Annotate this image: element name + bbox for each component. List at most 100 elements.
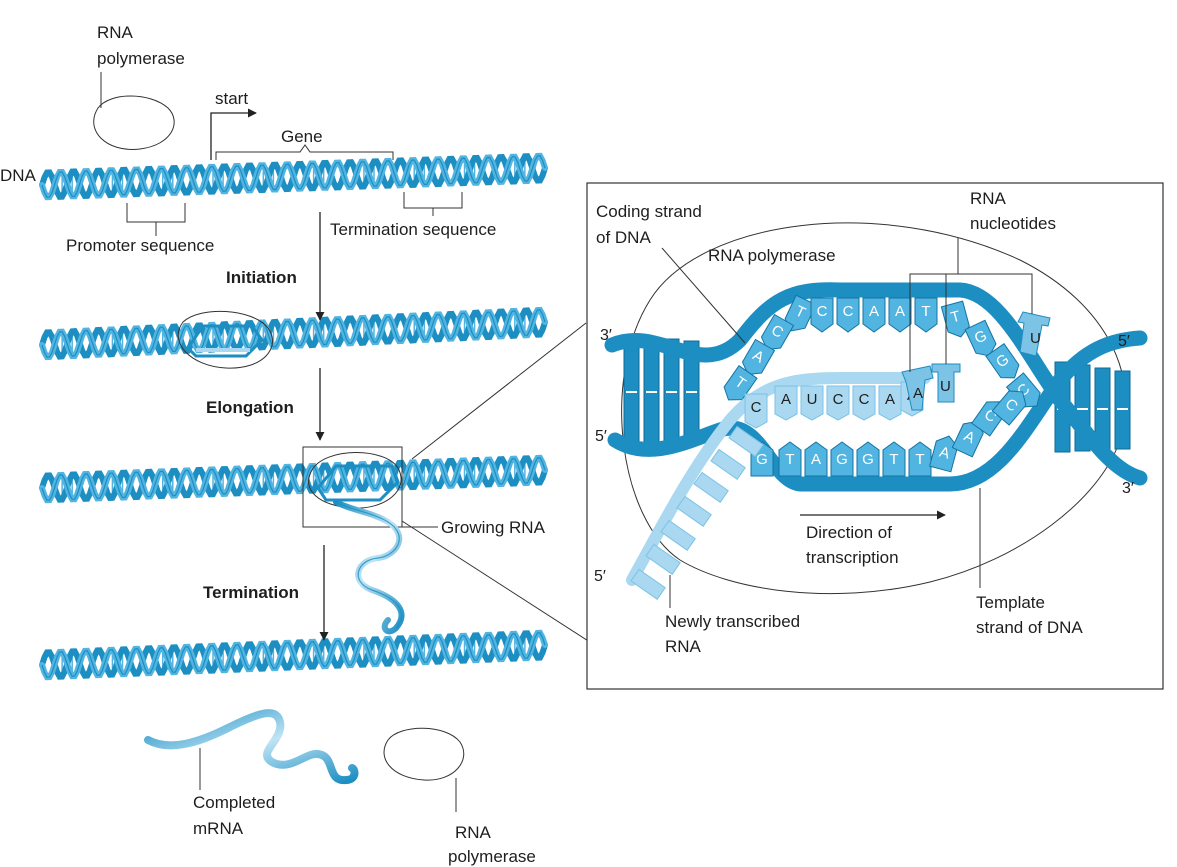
template-base-letter: T xyxy=(785,451,794,468)
polymerase-initiation xyxy=(177,310,273,369)
rna-tail-bases xyxy=(630,425,764,600)
coding-base: A xyxy=(741,338,776,375)
rna-base: C xyxy=(826,385,850,421)
template-base-letter: G xyxy=(756,451,768,468)
newly-transcribed-label-2: RNA xyxy=(665,637,702,656)
newly-transcribed-label-1: Newly transcribed xyxy=(665,612,800,631)
rna-base: A xyxy=(878,385,902,421)
coding-base-letter: T xyxy=(949,308,962,327)
dna-label: DNA xyxy=(0,166,37,185)
termination-bracket: Termination sequence xyxy=(330,192,496,239)
polymerase-elongation xyxy=(302,446,403,528)
free-nucleotide-3-letter: U xyxy=(1030,330,1041,347)
template-strand-label-2: strand of DNA xyxy=(976,618,1083,637)
template-base-letter: T xyxy=(889,451,898,468)
coding-strand xyxy=(604,282,1148,486)
end-3prime-top-left: 3′ xyxy=(600,327,612,344)
free-nucleotide-1: A xyxy=(901,365,934,411)
rna-polymerase-bottom: RNA polymerase xyxy=(383,727,536,866)
free-nucleotide-2-letter: U xyxy=(940,378,951,395)
direction-label-1: Direction of xyxy=(806,523,892,542)
rna-tail-base xyxy=(693,471,729,503)
template-base: A xyxy=(928,435,959,473)
coding-strand-label-1: Coding strand xyxy=(596,202,702,221)
coding-base-letter: C xyxy=(843,303,854,320)
detail-left-helix xyxy=(623,334,700,446)
template-base-letter: T xyxy=(915,451,924,468)
end-5prime-rna: 5′ xyxy=(594,568,606,585)
growing-rna: Growing RNA xyxy=(333,499,546,635)
start-label: start xyxy=(215,89,248,108)
gene-label: Gene xyxy=(281,127,323,146)
rna-base: C xyxy=(852,385,876,421)
rna-tail-base xyxy=(660,519,696,551)
dna-helix-initiation xyxy=(39,306,548,361)
helix-strand-edge xyxy=(41,309,546,358)
template-base: A xyxy=(804,441,828,477)
template-strand-label-1: Template xyxy=(976,593,1045,612)
rna-base-letter: C xyxy=(833,391,844,408)
coding-base: C xyxy=(836,297,860,333)
template-base-letter: G xyxy=(862,451,874,468)
rna-base-letter: C xyxy=(751,399,762,416)
completed-mrna: Completed mRNA xyxy=(144,709,359,838)
dna-helix-elongation xyxy=(39,454,548,504)
direction-label-2: transcription xyxy=(806,548,899,567)
coding-base-letter: T xyxy=(921,303,930,320)
coding-base-letter: A xyxy=(869,303,879,320)
start-arrow: start xyxy=(210,89,257,160)
rna-tail-base xyxy=(645,543,681,575)
dna-helix-termination xyxy=(39,629,548,681)
coding-base: T xyxy=(914,297,938,333)
template-base: T xyxy=(882,441,906,477)
template-base: T xyxy=(908,441,932,477)
coding-base-letter: A xyxy=(895,303,905,320)
detail-rna-polymerase-label: RNA polymerase xyxy=(708,246,836,265)
termination-label: Termination xyxy=(203,583,299,602)
rna-tail-base xyxy=(710,448,746,480)
rna-polymerase-bottom-label-1: RNA xyxy=(455,823,492,842)
dna-helix-initial xyxy=(39,152,548,201)
growing-rna-label: Growing RNA xyxy=(441,518,546,537)
coding-base: A xyxy=(862,297,886,333)
rna-base: C xyxy=(744,393,768,429)
coding-base: G xyxy=(985,342,1020,379)
free-nucleotide-3: U xyxy=(1017,311,1051,357)
coding-base: C xyxy=(760,313,795,350)
end-3prime-bottom-right: 3′ xyxy=(1122,480,1134,497)
coding-strand-label-2: of DNA xyxy=(596,228,651,247)
rna-tail-base xyxy=(728,425,764,457)
rna-polymerase-bottom-label-2: polymerase xyxy=(448,847,536,866)
promoter-bracket: Promoter sequence xyxy=(66,203,214,255)
rna-nucleotides-label-1: RNA xyxy=(970,189,1007,208)
helix-strand-edge xyxy=(41,632,546,678)
template-base-letter: A xyxy=(811,451,821,468)
rna-tail-base xyxy=(630,568,666,600)
free-nucleotide-2: U xyxy=(931,363,961,403)
completed-mrna-label-1: Completed xyxy=(193,793,275,812)
helix-strand-edge xyxy=(41,457,546,501)
coding-base: G xyxy=(964,319,997,357)
rna-base-letter: A xyxy=(781,391,791,408)
template-base: A xyxy=(951,420,984,458)
gene-bracket: Gene xyxy=(215,127,394,160)
free-nucleotide-1-letter: A xyxy=(913,385,923,402)
rna-polymerase-top-label-2: polymerase xyxy=(97,49,185,68)
coding-base: T xyxy=(940,300,970,338)
rna-base: U xyxy=(800,385,824,421)
zoom-line-top xyxy=(411,322,587,460)
promoter-sequence-label: Promoter sequence xyxy=(66,236,214,255)
rna-nucleotides-label-2: nucleotides xyxy=(970,214,1056,233)
template-strand xyxy=(607,330,1148,492)
coding-base-letter: C xyxy=(817,303,828,320)
rna-polymerase-top: RNA polymerase xyxy=(93,23,185,150)
helix-strand-edge xyxy=(41,155,546,198)
rna-base-letter: U xyxy=(807,391,818,408)
helix-base-pair-bar xyxy=(643,336,660,444)
zoom-line-bottom xyxy=(401,520,611,656)
helix-base-pair-bar xyxy=(623,334,640,446)
coding-base: C xyxy=(810,297,834,333)
termination-sequence-label: Termination sequence xyxy=(330,220,496,239)
